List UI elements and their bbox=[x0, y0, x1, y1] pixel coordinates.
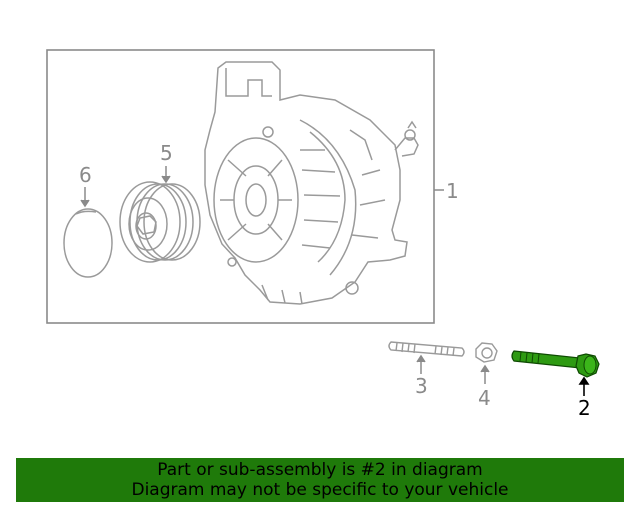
callout-1[interactable]: 1 bbox=[446, 179, 459, 203]
info-banner: Part or sub-assembly is #2 in diagram Di… bbox=[16, 458, 624, 502]
leader-arrow-2 bbox=[578, 376, 590, 385]
leader-arrow-4 bbox=[480, 364, 490, 373]
banner-line-1: Part or sub-assembly is #2 in diagram bbox=[157, 460, 483, 480]
leader-line-2-group bbox=[578, 376, 590, 396]
callout-6[interactable]: 6 bbox=[79, 163, 92, 187]
callout-3[interactable]: 3 bbox=[415, 374, 428, 398]
bolt-drawing[interactable] bbox=[511, 350, 600, 378]
cap-drawing[interactable] bbox=[63, 208, 113, 278]
callout-2[interactable]: 2 bbox=[578, 396, 591, 420]
callout-5[interactable]: 5 bbox=[160, 141, 173, 165]
leader-arrow-6 bbox=[80, 199, 90, 208]
pulley-drawing[interactable] bbox=[119, 181, 201, 263]
banner-line-2: Diagram may not be specific to your vehi… bbox=[131, 480, 509, 500]
assembly-frame bbox=[46, 49, 435, 324]
callout-4[interactable]: 4 bbox=[478, 386, 491, 410]
leader-arrow-5 bbox=[161, 175, 171, 184]
alternator-drawing[interactable] bbox=[204, 61, 419, 305]
leader-arrow-3 bbox=[416, 354, 426, 363]
leader-lines bbox=[80, 166, 490, 384]
stud-drawing[interactable] bbox=[388, 341, 465, 357]
nut-drawing[interactable] bbox=[475, 342, 498, 363]
